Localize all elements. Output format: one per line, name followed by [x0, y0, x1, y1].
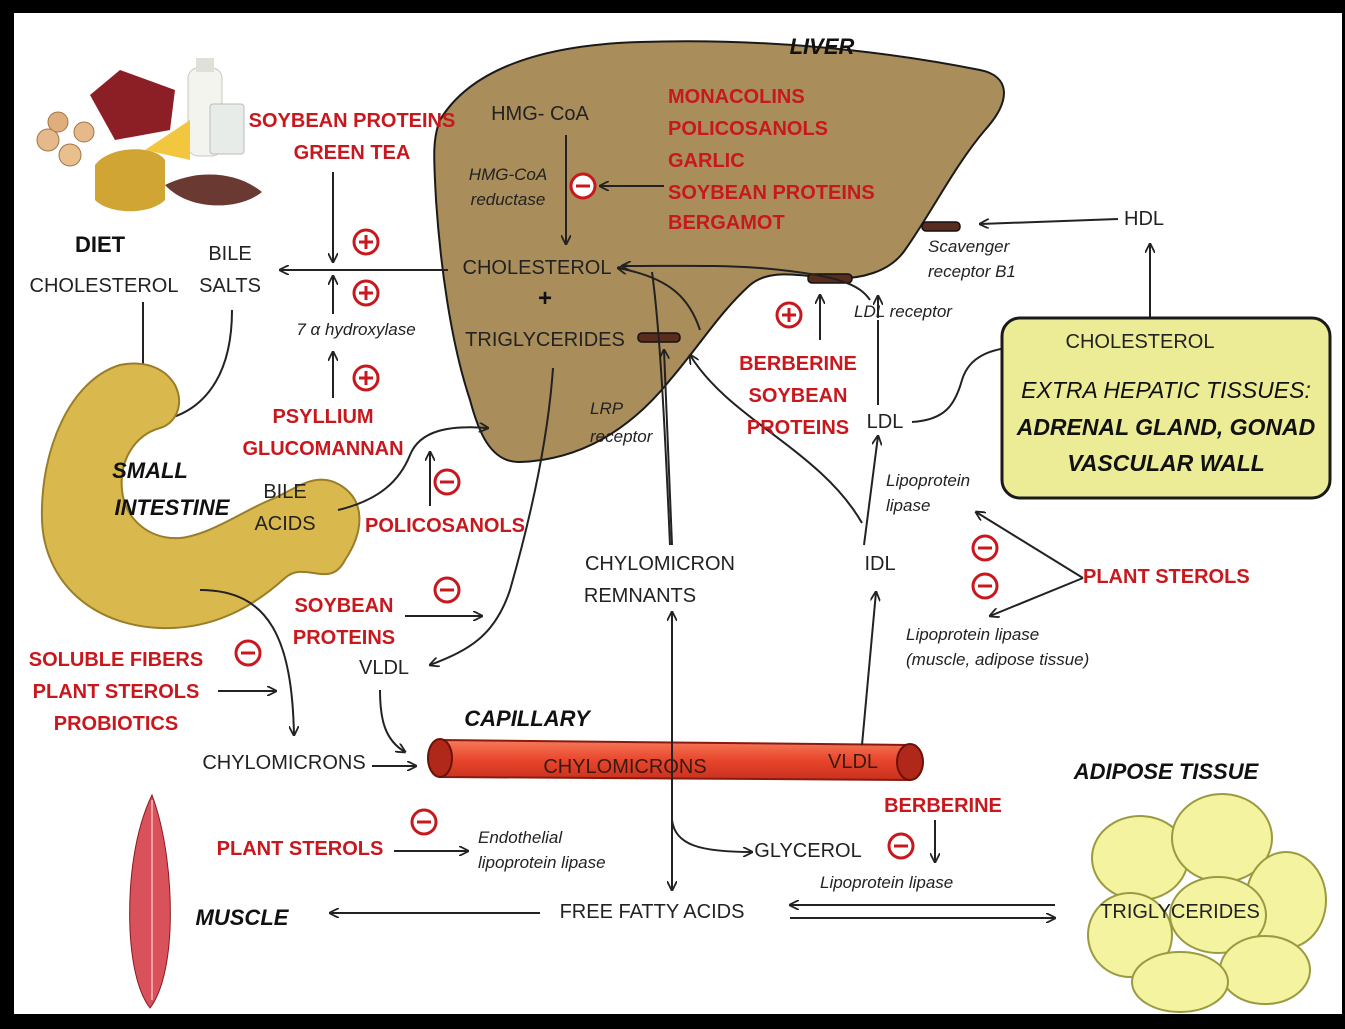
food-image — [37, 58, 262, 211]
ldl-label: LDL — [867, 411, 904, 433]
agent-soluble-fibers: SOLUBLE FIBERS — [29, 649, 203, 671]
small-intestine-label-1: SMALL — [112, 458, 188, 483]
capillary-chylomicrons: CHYLOMICRONS — [543, 756, 706, 778]
inhibitor-garlic: GARLIC — [668, 150, 745, 172]
capillary-vldl: VLDL — [828, 751, 878, 773]
adipose-title: ADIPOSE TISSUE — [1073, 759, 1260, 784]
bile-acids-2: ACIDS — [254, 513, 315, 535]
hydroxylase-label: 7 α hydroxylase — [296, 320, 415, 339]
agent-berberine: BERBERINE — [739, 353, 857, 375]
plus-icon-ldl-receptor — [777, 303, 801, 327]
glycerol-label: GLYCEROL — [754, 840, 861, 862]
chylo-remnants-2: REMNANTS — [584, 585, 696, 607]
agent-soybean-2: SOYBEAN — [749, 385, 848, 407]
liver-cholesterol: CHOLESTEROL — [463, 257, 612, 279]
scavenger-receptor-mark — [922, 222, 960, 231]
vldl-label: VLDL — [359, 657, 409, 679]
agent-policosanols: POLICOSANOLS — [365, 515, 525, 537]
capillary-title: CAPILLARY — [464, 706, 592, 731]
idl-to-ldl-arrow — [864, 436, 878, 545]
bile-acids-1: BILE — [263, 481, 306, 503]
diet-cholesterol: CHOLESTEROL — [30, 275, 179, 297]
agent-plant-sterols-right: PLANT STEROLS — [1083, 566, 1250, 588]
reductase-label-1: HMG-CoA — [469, 165, 547, 184]
agent-plant-sterols: PLANT STEROLS — [33, 681, 200, 703]
bile-salts-1: BILE — [208, 243, 251, 265]
vldl-to-capillary-arrow — [380, 690, 405, 752]
extrahepatic-line-2: ADRENAL GLAND, GONAD — [1016, 414, 1316, 440]
ldl-receptor-label: LDL receptor — [854, 302, 953, 321]
hdl-label: HDL — [1124, 208, 1164, 230]
agent-plant-sterols-muscle: PLANT STEROLS — [217, 838, 384, 860]
agent-probiotics: PROBIOTICS — [54, 713, 178, 735]
minus-icon-fibers — [236, 641, 260, 665]
capillary-left-end — [428, 739, 452, 777]
inhibitor-soybean-proteins: SOYBEAN PROTEINS — [668, 182, 875, 204]
ffa-label: FREE FATTY ACIDS — [560, 901, 745, 923]
lpl-adipose-label: Lipoprotein lipase — [820, 873, 953, 892]
lpl-muscle-1: Lipoprotein lipase — [906, 625, 1039, 644]
lpl-muscle-2: (muscle, adipose tissue) — [906, 650, 1089, 669]
minus-icon-endothelial — [412, 810, 436, 834]
endothelial-2: lipoprotein lipase — [478, 853, 606, 872]
scavenger-label-1: Scavenger — [928, 237, 1011, 256]
lrp-label-1: LRP — [590, 399, 624, 418]
agent-proteins: PROTEINS — [293, 627, 395, 649]
idl-to-liver-arrow — [690, 355, 862, 523]
endothelial-1: Endothelial — [478, 828, 563, 847]
reductase-label-2: reductase — [471, 190, 546, 209]
adipose-triglycerides: TRIGLYCERIDES — [1100, 901, 1260, 923]
plus-icon-psyllium — [354, 366, 378, 390]
plus-icon-hydroxylase — [354, 281, 378, 305]
plus-sign: + — [538, 285, 552, 312]
diet-title: DIET — [75, 232, 126, 257]
inhibitor-bergamot: BERGAMOT — [668, 212, 785, 234]
extrahepatic-cholesterol: CHOLESTEROL — [1066, 331, 1215, 353]
minus-icon-reductase — [571, 174, 595, 198]
minus-icon-berberine — [889, 834, 913, 858]
minus-icon-soybean — [435, 578, 459, 602]
plant-sterols-to-lpl-muscle-arrow — [990, 578, 1083, 616]
agent-berberine-bottom: BERBERINE — [884, 795, 1002, 817]
chylo-remnants-1: CHYLOMICRON — [585, 553, 735, 575]
minus-icon-policosanols — [435, 470, 459, 494]
lrp-label-2: receptor — [590, 427, 654, 446]
lpl-label-1: Lipoprotein — [886, 471, 970, 490]
hdl-to-scavenger-arrow — [980, 219, 1118, 224]
inhibitor-policosanols: POLICOSANOLS — [668, 118, 828, 140]
liver-title: LIVER — [790, 34, 855, 59]
vldl-to-idl-arrow — [862, 592, 876, 745]
extrahepatic-line-1: EXTRA HEPATIC TISSUES: — [1021, 377, 1311, 403]
capillary-to-glycerol-arrow — [672, 820, 752, 852]
agent-glucomannan: GLUCOMANNAN — [242, 438, 403, 460]
extrahepatic-line-3: VASCULAR WALL — [1067, 450, 1265, 476]
hmgcoa-label: HMG- CoA — [491, 103, 589, 125]
agent-soybean: SOYBEAN — [295, 595, 394, 617]
liver-triglycerides: TRIGLYCERIDES — [465, 329, 625, 351]
agent-green-tea: GREEN TEA — [294, 142, 411, 164]
plus-icon-soy-green — [354, 230, 378, 254]
agent-psyllium: PSYLLIUM — [272, 406, 373, 428]
bile-salts-2: SALTS — [199, 275, 261, 297]
minus-icon-plant-sterols-1 — [973, 536, 997, 560]
idl-label: IDL — [864, 553, 895, 575]
capillary-right-end — [897, 744, 923, 780]
minus-icon-plant-sterols-2 — [973, 574, 997, 598]
agent-proteins-2: PROTEINS — [747, 417, 849, 439]
chylomicrons-label: CHYLOMICRONS — [202, 752, 365, 774]
lpl-label-2: lipase — [886, 496, 930, 515]
small-intestine-label-2: INTESTINE — [115, 495, 231, 520]
inhibitor-monacolins: MONACOLINS — [668, 86, 805, 108]
muscle-title: MUSCLE — [196, 905, 290, 930]
agent-soybean-proteins: SOYBEAN PROTEINS — [249, 110, 456, 132]
muscle-image — [130, 795, 171, 1008]
scavenger-label-2: receptor B1 — [928, 262, 1016, 281]
